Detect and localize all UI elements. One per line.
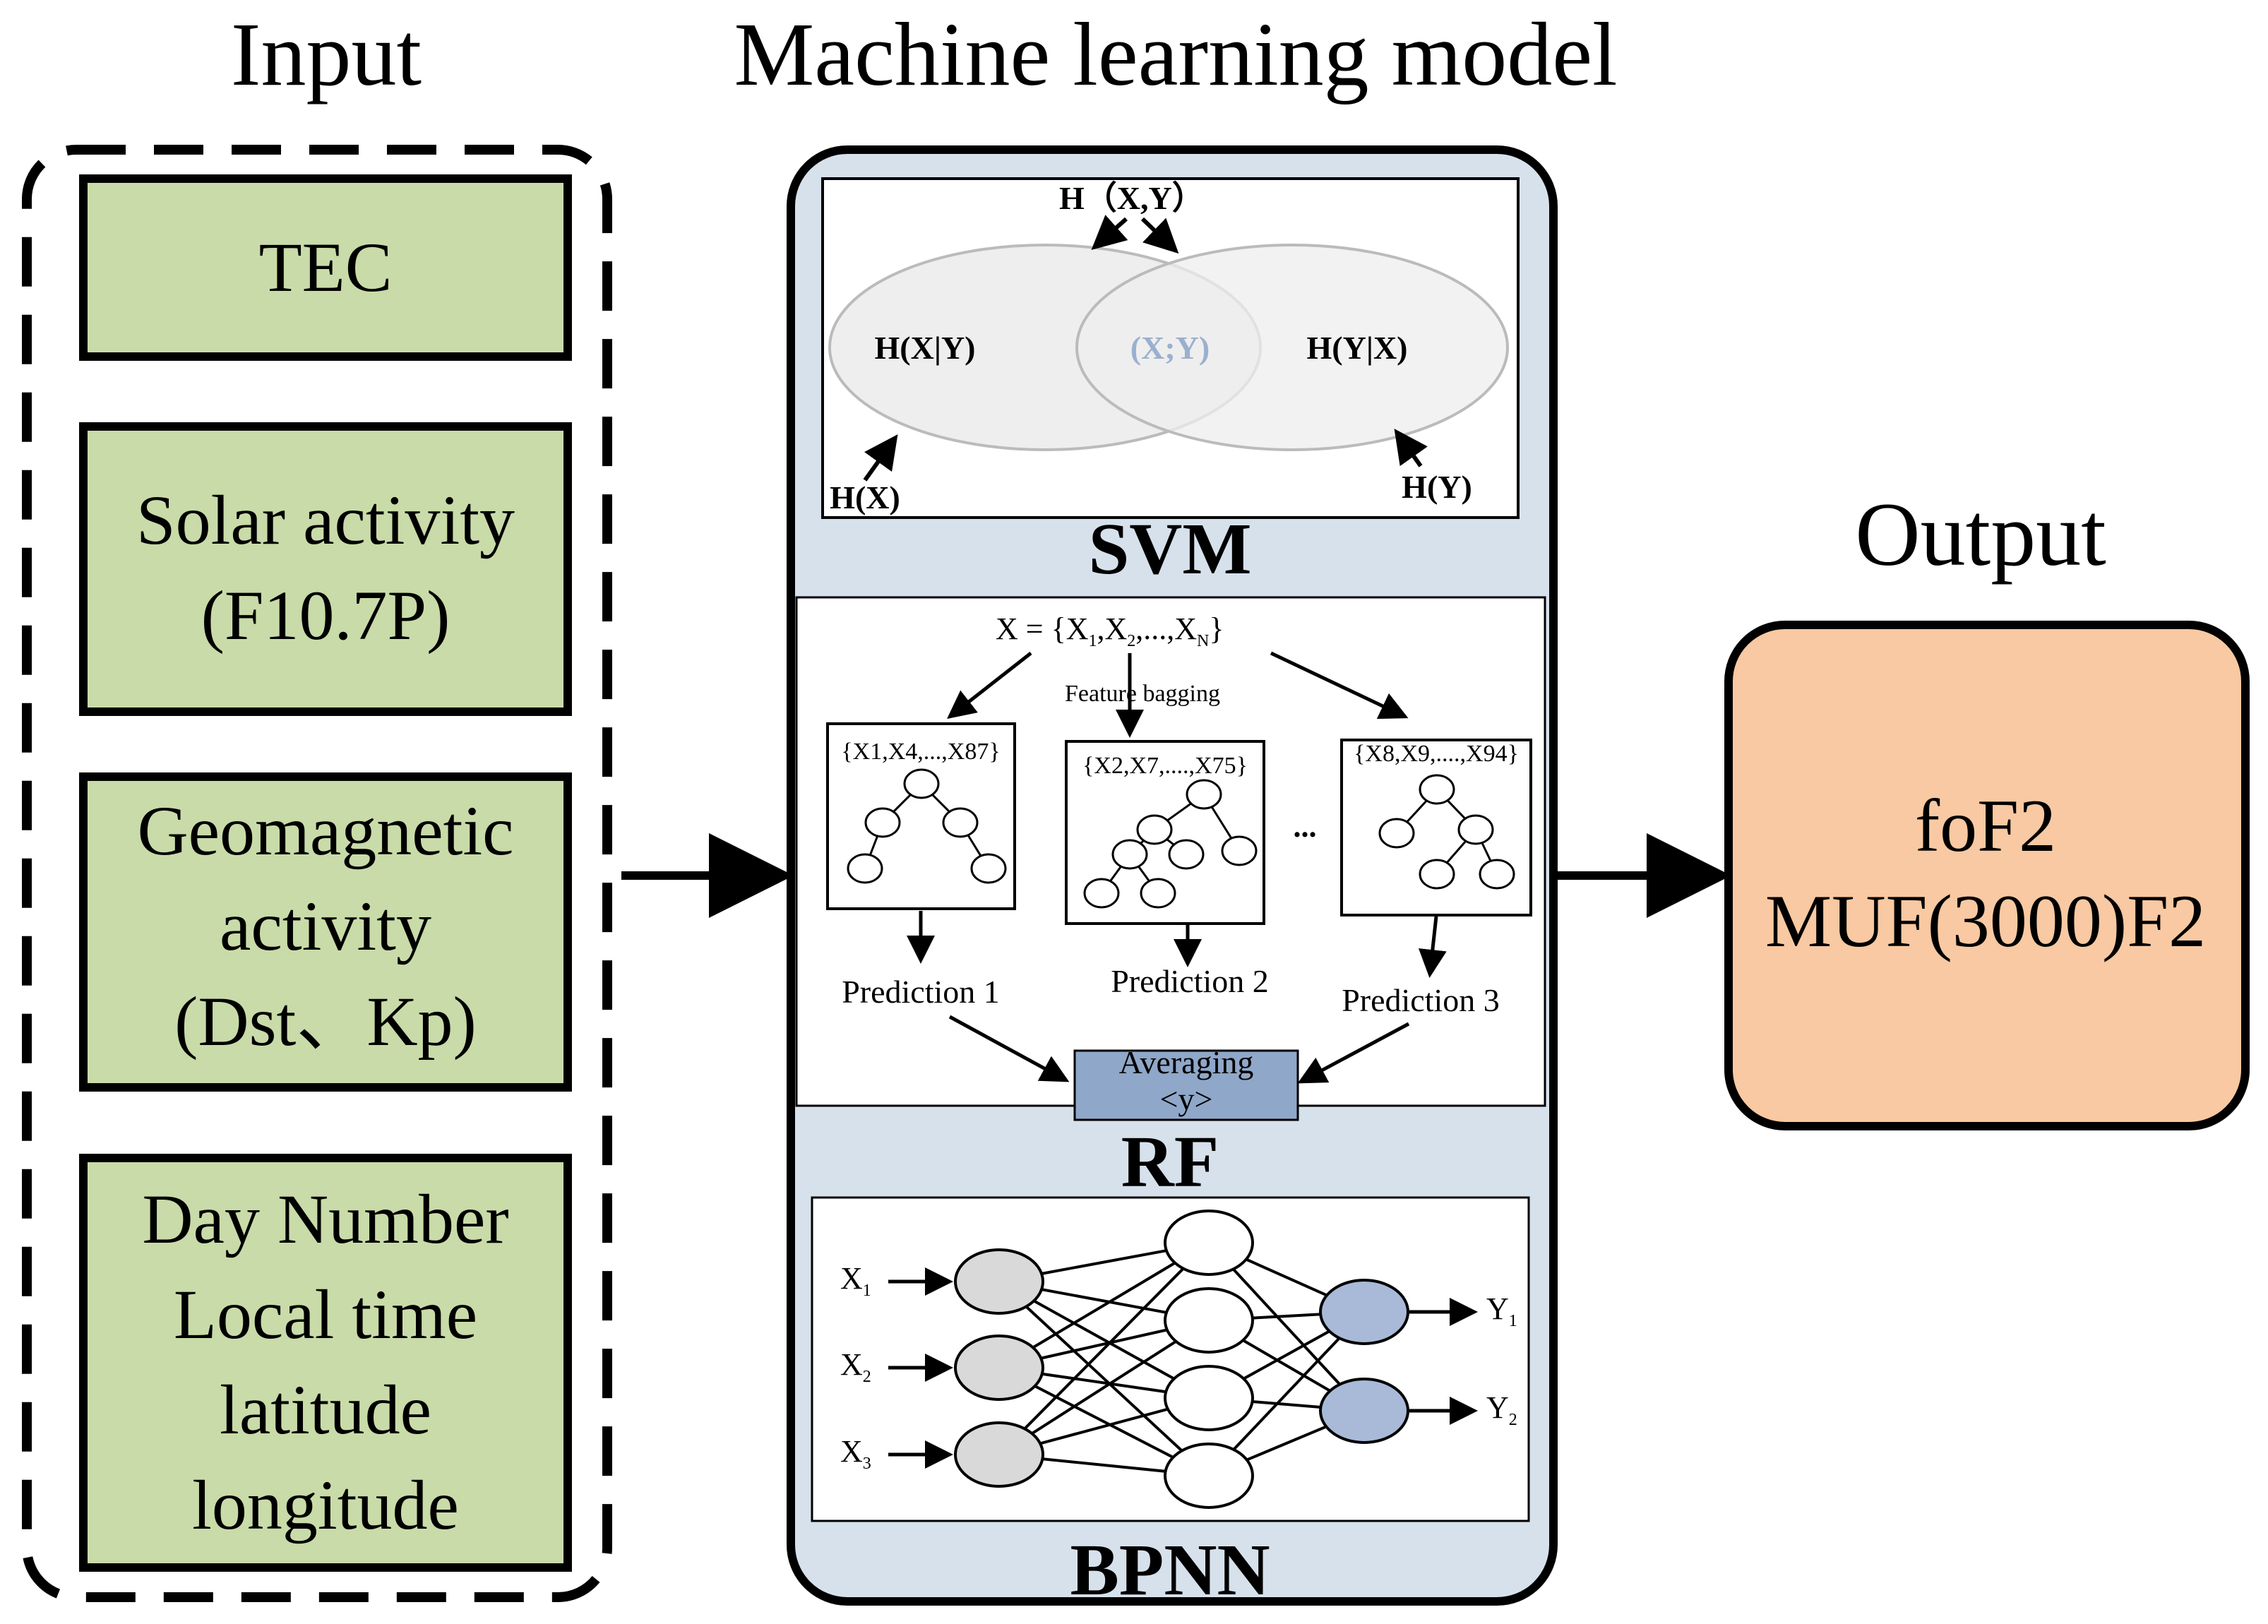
output-heading: Output [1855,484,2106,585]
rf-averaging-box [1073,1049,1299,1121]
input-label-day-line3: latitude [220,1371,431,1449]
tree-node [1136,814,1173,845]
rf-feature-bagging-label: Feature bagging [1065,681,1220,707]
input-box-tec [79,174,572,361]
tree-node [1168,839,1205,870]
input-box-geomagnetic [79,772,572,1092]
svm-hx-arrow [863,434,898,482]
bpnn-output-label-2: Y2 [1486,1390,1517,1429]
rf-ellipsis: ... [1294,809,1317,844]
input-label-solar-line2: (F10.7P) [201,576,450,655]
tree-node [1419,859,1455,890]
svm-hx-label: H(X) [830,479,900,515]
input-label-geo-line2: activity [220,887,431,965]
input-label-day-line4: longitude [192,1466,459,1544]
tree-node [1457,814,1494,845]
tree-node [1479,859,1515,890]
rf-tree-1-features: {X1,X4,...,X87} [841,739,1000,765]
tree-node [1186,779,1222,810]
rf-prediction-2: Prediction 2 [1111,963,1269,999]
svm-hy-arrow [1394,429,1428,467]
input-label-tec: TEC [259,228,393,306]
rf-arrow-tree3-pred [1418,916,1447,978]
svm-conditional-y-given-x: H(Y|X) [1307,330,1408,366]
svm-joint-arrow-left [1091,215,1128,250]
output-MUF3000F2: MUF(3000)F2 [1765,880,2206,962]
tree-node [903,768,940,799]
bpnn-output-node-1 [1319,1279,1409,1345]
model-heading: Machine learning model [734,4,1617,105]
rf-tree-3-graph [1378,774,1515,890]
bpnn-input-node-2 [954,1335,1044,1401]
svm-joint-arrow-right [1140,217,1179,254]
rf-arrow-pred1-avg [948,1015,1070,1082]
tree-node [1419,774,1455,805]
venn-circle-y [1075,244,1509,451]
tree-node [864,807,901,838]
bpnn-input-node-3 [954,1421,1044,1488]
rf-tree-2-features: {X2,X7,....,X75} [1082,753,1248,779]
rf-tree-2-graph [1083,779,1258,909]
bpnn-hidden-node-2 [1164,1287,1254,1354]
rf-prediction-3: Prediction 3 [1342,982,1500,1018]
tree-node [942,807,979,838]
input-group-dashed-border [22,145,612,1602]
rf-arrow-to-tree1 [947,652,1032,720]
rf-arrow-pred3-avg [1297,1022,1410,1084]
tree-node [1111,839,1148,870]
bpnn-title: BPNN [1070,1529,1270,1611]
input-label-geo-line3: (Dst、Kp) [174,982,477,1061]
rf-title: RF [1121,1121,1219,1202]
bpnn-hidden-node-4 [1164,1443,1254,1509]
input-heading: Input [231,4,422,105]
bpnn-input-node-1 [954,1248,1044,1315]
bpnn-output-label-1: Y1 [1486,1291,1517,1330]
svm-conditional-x-given-y: H(X|Y) [875,330,976,366]
bpnn-input-label-3: X3 [840,1434,871,1473]
output-foF2: foF2 [1915,784,2056,867]
tree-node [1083,878,1120,909]
svm-title: SVM [1088,508,1251,590]
rf-arrow-to-tree3 [1270,651,1409,720]
rf-tree-1-graph [847,768,1007,884]
bpnn-hidden-node-1 [1164,1210,1254,1276]
tree-node [1221,835,1258,866]
tree-node [1378,818,1415,849]
tree-node [847,853,883,884]
bpnn-input-label-2: X2 [840,1347,871,1386]
rf-averaging-output: <y> [1160,1081,1213,1117]
input-label-geo-line1: Geomagnetic [137,792,513,870]
bpnn-input-label-1: X1 [840,1261,871,1300]
output-box [1724,621,2250,1130]
input-label-day-line1: Day Number [142,1180,508,1258]
rf-prediction-1: Prediction 1 [842,974,1000,1010]
input-label-solar-line1: Solar activity [136,481,515,559]
rf-tree-3-features: {X8,X9,....,X94} [1354,741,1519,767]
bpnn-output-node-2 [1319,1378,1409,1444]
svm-joint-entropy-label: H（X,Y） [1059,180,1205,216]
bpnn-hidden-node-3 [1164,1365,1254,1431]
input-label-day-line2: Local time [174,1275,477,1354]
svm-mutual-information: (X;Y) [1130,330,1210,366]
tree-node [970,853,1007,884]
rf-averaging-label: Averaging [1119,1044,1254,1080]
rf-feature-set: X = {X1,X2,...,XN} [996,611,1224,650]
input-box-solar [79,422,572,716]
input-box-day-time-location [79,1154,572,1572]
svm-hy-label: H(Y) [1402,469,1472,505]
tree-node [1140,878,1176,909]
